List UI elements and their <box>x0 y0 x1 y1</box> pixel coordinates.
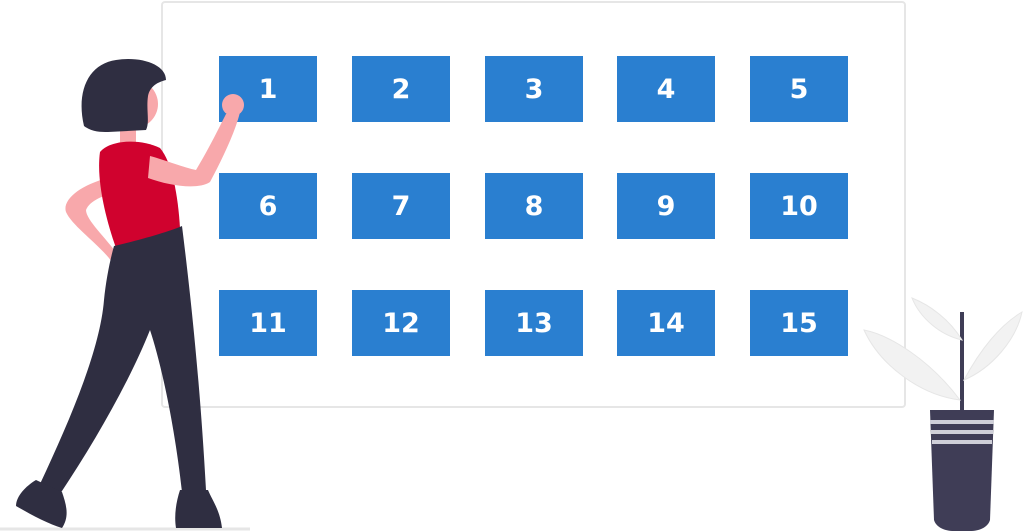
tile-2[interactable]: 2 <box>352 56 450 122</box>
neck <box>120 126 136 148</box>
hair <box>81 58 166 132</box>
tile-label: 15 <box>780 307 818 339</box>
plant-pot <box>930 410 994 531</box>
back-arm <box>65 178 118 262</box>
pot-stripe <box>932 440 992 444</box>
tile-14[interactable]: 14 <box>617 290 715 356</box>
tile-label: 12 <box>382 307 420 339</box>
tile-10[interactable]: 10 <box>750 173 848 239</box>
tile-3[interactable]: 3 <box>485 56 583 122</box>
tile-12[interactable]: 12 <box>352 290 450 356</box>
leaf-left-high <box>911 297 964 341</box>
tile-label: 8 <box>524 190 544 222</box>
tile-13[interactable]: 13 <box>485 290 583 356</box>
tile-8[interactable]: 8 <box>485 173 583 239</box>
pot-stripe <box>931 430 993 434</box>
tile-label: 14 <box>647 307 685 339</box>
tile-label: 10 <box>780 190 818 222</box>
head <box>110 80 158 128</box>
tile-label: 11 <box>249 307 287 339</box>
left-shoe <box>16 480 67 528</box>
tile-1[interactable]: 1 <box>219 56 317 122</box>
tile-label: 6 <box>258 190 278 222</box>
right-shoe <box>175 490 222 528</box>
tile-label: 7 <box>391 190 411 222</box>
tile-label: 3 <box>524 73 544 105</box>
tile-7[interactable]: 7 <box>352 173 450 239</box>
tile-label: 9 <box>656 190 676 222</box>
tile-6[interactable]: 6 <box>219 173 317 239</box>
tile-label: 5 <box>789 73 809 105</box>
tile-label: 1 <box>258 73 278 105</box>
tile-9[interactable]: 9 <box>617 173 715 239</box>
leaf-right <box>962 310 1023 382</box>
pot-stripe <box>930 420 994 424</box>
tile-11[interactable]: 11 <box>219 290 317 356</box>
tile-15[interactable]: 15 <box>750 290 848 356</box>
tile-5[interactable]: 5 <box>750 56 848 122</box>
tile-label: 2 <box>391 73 411 105</box>
tile-label: 13 <box>515 307 553 339</box>
tile-4[interactable]: 4 <box>617 56 715 122</box>
tile-label: 4 <box>656 73 676 105</box>
